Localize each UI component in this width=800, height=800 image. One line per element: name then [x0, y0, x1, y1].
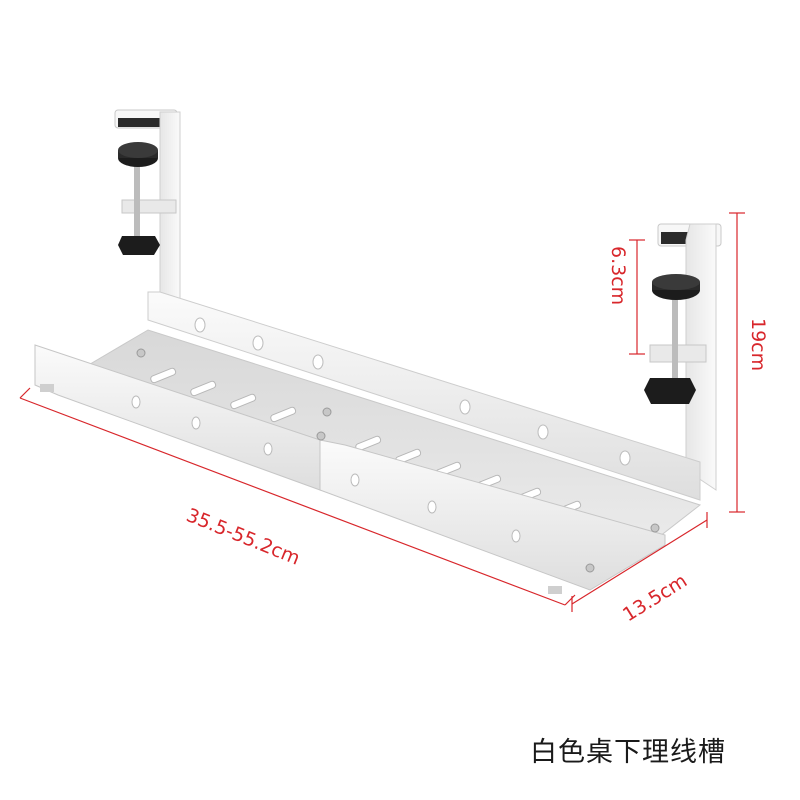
- star-knob-icon: [644, 378, 696, 404]
- length-dimension: 35.5-55.2cm: [183, 504, 303, 570]
- cable-tray: [34, 291, 702, 594]
- clamp-opening-dimension: 6.3cm: [607, 246, 629, 305]
- right-bracket: [644, 223, 722, 491]
- dimension-lines: [19, 212, 745, 612]
- depth-dimension: 13.5cm: [619, 570, 691, 626]
- product-caption: 白色桌下理线槽: [530, 737, 726, 768]
- height-dimension: 19cm: [747, 318, 769, 371]
- left-bracket: [114, 109, 181, 301]
- star-knob-icon: [118, 236, 160, 255]
